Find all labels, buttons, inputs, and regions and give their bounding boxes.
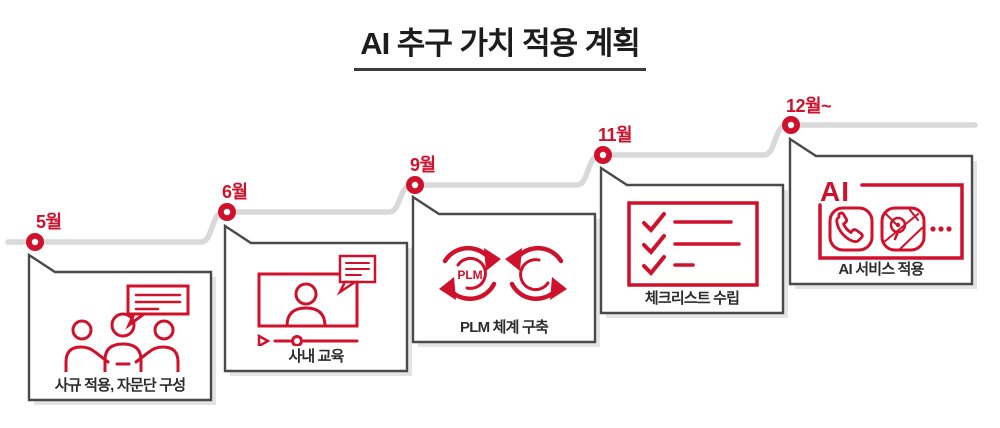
milestone-caption-1: 사규 적용, 자문단 구성 — [54, 376, 186, 394]
cycle-inner-arc — [456, 256, 487, 290]
cycle-arc — [517, 245, 564, 264]
cycle-arrowhead — [484, 248, 501, 271]
plm-cycle-icon: PLM — [439, 245, 567, 302]
play-icon — [257, 333, 271, 346]
speaker-body — [285, 306, 327, 328]
video-training-icon — [257, 254, 377, 346]
cycle-arrowhead — [550, 277, 567, 300]
checklist-frame — [627, 201, 759, 287]
video-frame — [257, 272, 359, 328]
ai-icon-text: AI — [820, 176, 850, 207]
timeline-path — [5, 122, 978, 245]
phone-app-tile — [828, 206, 874, 252]
month-label-december: 12월~ — [786, 96, 832, 116]
check-mark — [642, 255, 666, 276]
check-mark — [642, 234, 666, 255]
progress-knob — [291, 335, 303, 346]
person-body — [134, 345, 180, 372]
map-app-tile — [880, 206, 926, 252]
milestone-dot-hole — [223, 208, 231, 216]
ellipsis-dot — [938, 226, 944, 232]
ai-apps-icon: AI — [818, 176, 964, 260]
milestone-caption-3: PLM 체계 구축 — [460, 318, 549, 336]
page-title-text: AI 추구 가치 적용 계획 — [354, 26, 646, 71]
person-body — [64, 345, 110, 372]
milestone-dot-hole — [411, 181, 419, 189]
month-label-may: 5월 — [36, 212, 62, 232]
person-head — [71, 319, 93, 341]
milestone-dots — [26, 116, 800, 251]
apps-frame — [818, 183, 964, 260]
milestone-dot-hole — [787, 121, 795, 129]
milestone-caption-5: AI 서비스 적용 — [838, 260, 924, 278]
month-label-june: 6월 — [222, 182, 248, 202]
plm-icon-text: PLM — [457, 268, 482, 282]
speech-bubble-lines — [345, 262, 370, 276]
milestone-dot-hole — [31, 238, 39, 246]
cycle-arc — [509, 281, 557, 302]
month-label-september: 9월 — [410, 155, 436, 175]
map-fold-lines — [883, 209, 923, 250]
ellipsis-dot — [946, 226, 952, 232]
milestone-boxes — [27, 136, 974, 402]
speech-bubble — [126, 284, 190, 316]
cycle-arrowhead — [505, 248, 522, 271]
phone-handset-icon — [835, 211, 864, 243]
cycle-arc — [449, 281, 497, 302]
check-mark — [642, 212, 666, 233]
person-head — [153, 319, 175, 341]
map-pin-dot — [895, 222, 901, 228]
meeting-discussion-icon — [64, 284, 190, 372]
cycle-arc — [442, 245, 489, 264]
speech-bubble-tail — [336, 280, 360, 296]
ellipsis-dot — [930, 226, 936, 232]
map-pin-tail — [893, 230, 900, 241]
month-label-november: 11월 — [598, 125, 633, 145]
person-head — [110, 312, 136, 338]
speaker-head — [294, 282, 318, 306]
cycle-inner-arc — [519, 258, 550, 292]
checklist-icon — [627, 201, 759, 287]
milestone-box-1 — [27, 252, 213, 402]
speech-bubble-lines — [134, 293, 182, 311]
milestone-caption-4: 체크리스트 수립 — [644, 289, 740, 307]
cycle-arrowhead — [439, 277, 456, 300]
milestone-dot-hole — [599, 151, 607, 159]
milestone-box-3 — [411, 194, 597, 344]
page-title: AI 추구 가치 적용 계획 — [0, 18, 1000, 71]
person-body — [103, 342, 143, 372]
milestone-caption-2: 사내 교육 — [288, 347, 344, 365]
